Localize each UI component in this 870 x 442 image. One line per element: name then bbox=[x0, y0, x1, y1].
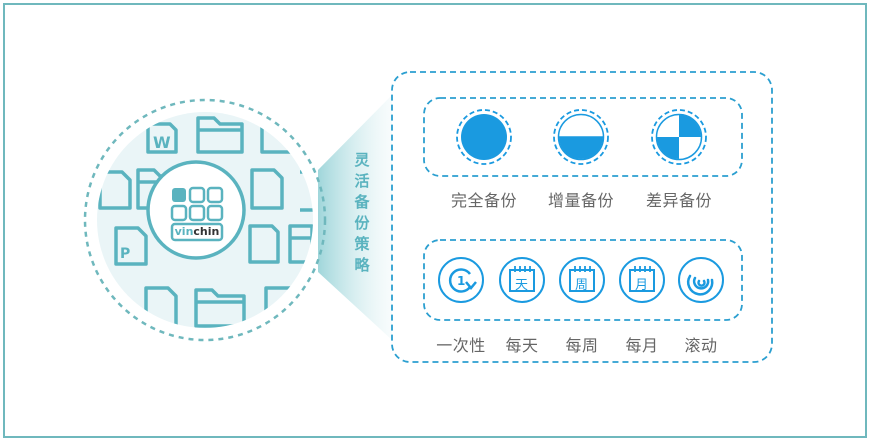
svg-text:1: 1 bbox=[457, 274, 465, 288]
magnifier-circle: W P bbox=[83, 98, 327, 342]
rolling-icon bbox=[678, 257, 724, 303]
strategy-title-char: 份 bbox=[354, 214, 370, 232]
incremental-backup-label: 增量备份 bbox=[547, 191, 615, 210]
logo-wordmark: vinchin bbox=[172, 225, 222, 239]
schedule-group bbox=[423, 239, 743, 321]
folder-icon bbox=[196, 116, 244, 154]
daily-label: 每天 bbox=[505, 336, 539, 355]
strategy-title-char: 略 bbox=[354, 256, 370, 274]
svg-text:月: 月 bbox=[635, 278, 648, 293]
word-file-icon bbox=[146, 122, 178, 154]
strategy-panel bbox=[391, 71, 773, 363]
strategy-title-char: 备 bbox=[354, 193, 370, 211]
svg-text:P: P bbox=[120, 246, 130, 262]
differential-backup-icon bbox=[651, 109, 707, 165]
once-label: 一次性 bbox=[436, 336, 486, 355]
logo-suffix: chin bbox=[193, 225, 220, 238]
daily-calendar-icon: 天 bbox=[499, 257, 545, 303]
full-backup-label: 完全备份 bbox=[450, 191, 518, 210]
rolling-label: 滚动 bbox=[684, 336, 718, 355]
monthly-calendar-icon: 月 bbox=[619, 257, 665, 303]
weekly-calendar-icon: 周 bbox=[559, 257, 605, 303]
magnifier-beam bbox=[318, 95, 392, 340]
full-backup-icon bbox=[456, 109, 512, 165]
svg-text:天: 天 bbox=[515, 278, 528, 293]
strategy-title: 灵 活 备 份 策 略 bbox=[352, 150, 372, 276]
logo-circle bbox=[146, 160, 246, 260]
monthly-label: 每月 bbox=[625, 336, 659, 355]
incremental-backup-icon bbox=[553, 109, 609, 165]
folder-icon bbox=[194, 288, 246, 328]
differential-backup-label: 差异备份 bbox=[645, 191, 713, 210]
strategy-title-char: 策 bbox=[354, 235, 370, 253]
weekly-label: 每周 bbox=[565, 336, 599, 355]
strategy-title-char: 灵 bbox=[354, 151, 370, 169]
svg-text:W: W bbox=[153, 133, 171, 152]
strategy-title-char: 活 bbox=[354, 172, 370, 190]
vinchin-logo bbox=[170, 186, 224, 242]
backup-type-group bbox=[423, 97, 743, 177]
file-icon bbox=[248, 224, 280, 264]
ppt-file-icon bbox=[250, 168, 284, 210]
file-icon bbox=[98, 170, 132, 210]
svg-text:周: 周 bbox=[575, 278, 588, 293]
logo-prefix: vin bbox=[174, 225, 194, 238]
once-icon: 1 bbox=[438, 257, 484, 303]
ppt-file-icon bbox=[114, 226, 148, 266]
